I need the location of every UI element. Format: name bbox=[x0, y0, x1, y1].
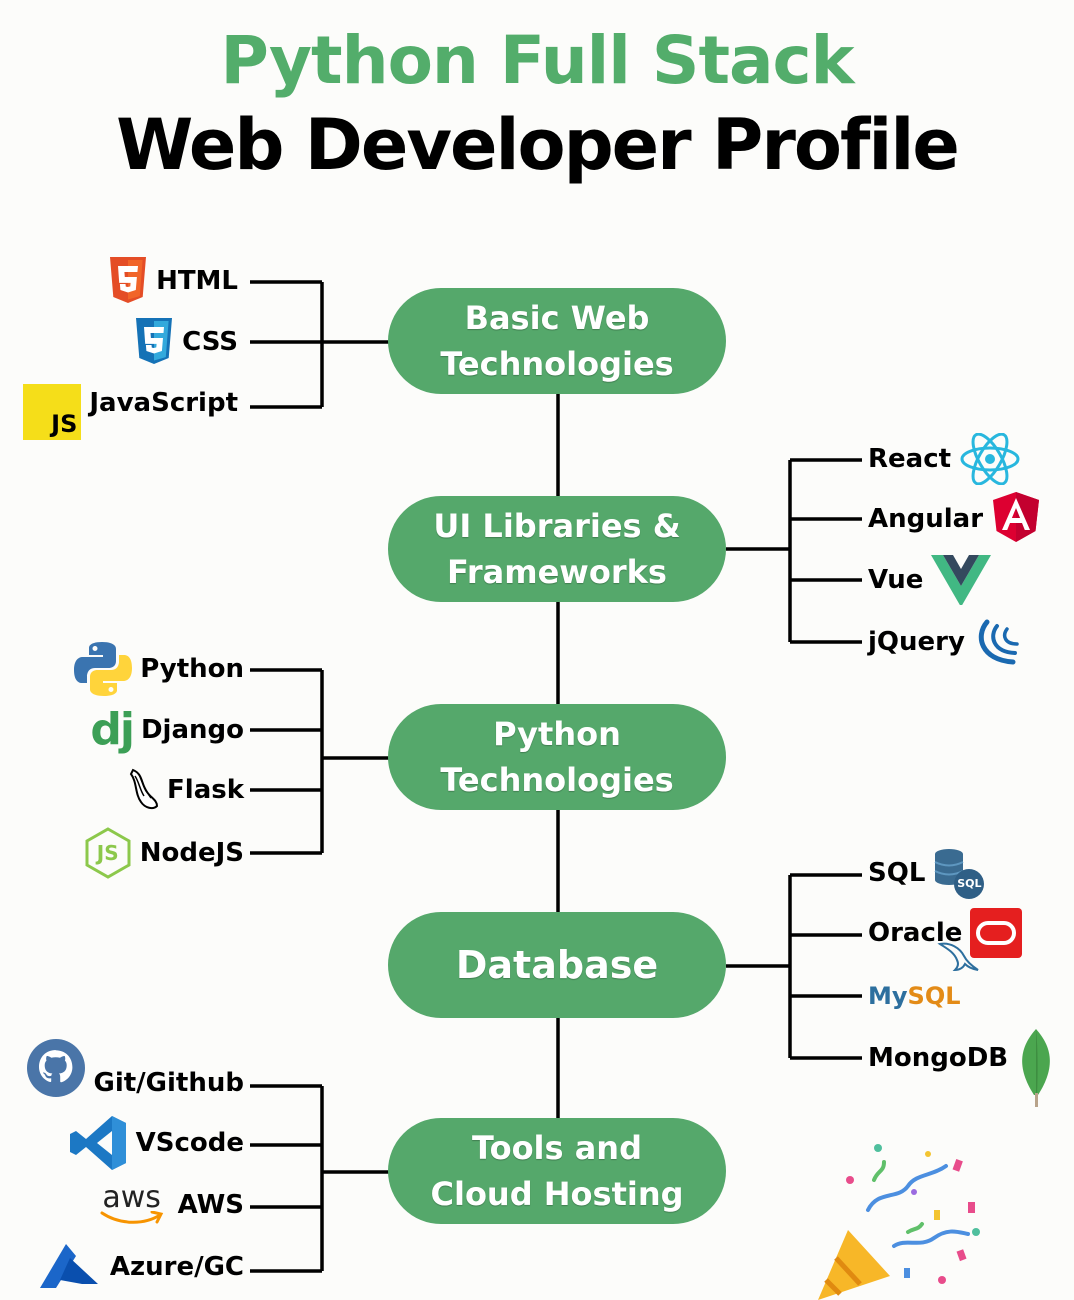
branch-item-angular: Angular bbox=[868, 492, 1041, 546]
branch-item-label: Angular bbox=[868, 504, 984, 534]
node-database: Database bbox=[388, 912, 726, 1018]
branch-item-label: React bbox=[868, 444, 952, 474]
css3-icon bbox=[134, 318, 174, 366]
branch-item-label: MongoDB bbox=[868, 1043, 1009, 1073]
branch-item-vscode: VScode bbox=[68, 1116, 244, 1170]
branch-item-jquery: jQuery bbox=[868, 617, 1027, 667]
branch-item-label: Azure/GC bbox=[109, 1252, 244, 1282]
branch-item-label: Django bbox=[140, 715, 244, 745]
azure-icon bbox=[36, 1242, 102, 1292]
nodejs-icon: JS bbox=[84, 827, 132, 879]
aws-icon: aws bbox=[100, 1183, 164, 1225]
javascript-icon: JS bbox=[23, 384, 82, 440]
node-python-technologies: Python Technologies bbox=[388, 704, 726, 810]
title-line-1: Python Full Stack bbox=[220, 22, 854, 99]
branch-item-label: SQL bbox=[868, 858, 926, 888]
mysql-dolphin-icon bbox=[937, 942, 979, 972]
html5-icon bbox=[108, 257, 148, 305]
branch-item-mongodb: MongoDB bbox=[868, 1029, 1056, 1107]
react-icon bbox=[959, 433, 1021, 485]
branch-item-vue: Vue bbox=[868, 555, 992, 605]
vscode-icon bbox=[68, 1114, 128, 1172]
sql-server-icon: SQL bbox=[933, 846, 987, 900]
node-tools-cloud-hosting: Tools and Cloud Hosting bbox=[388, 1118, 726, 1224]
branch-item-flask: Flask bbox=[129, 765, 244, 815]
node-ui-libraries-frameworks: UI Libraries & Frameworks bbox=[388, 496, 726, 602]
python-icon bbox=[74, 640, 133, 698]
jquery-icon bbox=[973, 618, 1027, 666]
branch-item-nodejs: JS NodeJS bbox=[84, 827, 244, 879]
branch-item-label: Vue bbox=[868, 565, 924, 595]
node-basic-web-technologies: Basic Web Technologies bbox=[388, 288, 726, 394]
branch-item-sql: SQL SQL bbox=[868, 846, 987, 900]
angular-icon bbox=[991, 492, 1041, 546]
branch-item-aws: aws AWS bbox=[100, 1180, 244, 1230]
branch-item-label: VScode bbox=[135, 1128, 244, 1158]
branch-item-label: JavaScript bbox=[89, 388, 238, 418]
branch-item-css: CSS bbox=[134, 317, 238, 367]
branch-item-html: HTML bbox=[108, 256, 238, 306]
oracle-icon bbox=[970, 908, 1023, 958]
django-icon: dj bbox=[90, 704, 135, 755]
party-popper-icon bbox=[818, 1144, 980, 1300]
branch-item-git-github: Git/Github bbox=[26, 1039, 245, 1108]
branch-item-label: Git/Github bbox=[93, 1068, 245, 1098]
branch-item-mysql: MySQL bbox=[868, 942, 979, 1010]
github-icon bbox=[26, 1038, 86, 1098]
branch-item-django: dj Django bbox=[90, 705, 244, 755]
branch-item-label: NodeJS bbox=[139, 838, 244, 868]
branch-item-label: AWS bbox=[177, 1190, 244, 1220]
branch-item-label: HTML bbox=[156, 266, 238, 296]
branch-item-azure-gc: Azure/GC bbox=[36, 1242, 244, 1292]
branch-item-javascript: JS JavaScript bbox=[23, 378, 238, 440]
branch-item-label: Python bbox=[140, 654, 244, 684]
mongodb-leaf-icon bbox=[1016, 1027, 1056, 1109]
branch-item-python: Python bbox=[74, 642, 244, 696]
flask-icon bbox=[129, 768, 159, 812]
mysql-wordmark: MySQL bbox=[868, 942, 979, 1010]
vue-icon bbox=[931, 555, 992, 605]
branch-item-label: jQuery bbox=[868, 627, 965, 657]
title-line-2: Web Developer Profile bbox=[116, 104, 960, 186]
branch-item-label: Flask bbox=[167, 775, 244, 805]
branch-item-react: React bbox=[868, 433, 1021, 485]
branch-item-label: CSS bbox=[182, 327, 238, 357]
